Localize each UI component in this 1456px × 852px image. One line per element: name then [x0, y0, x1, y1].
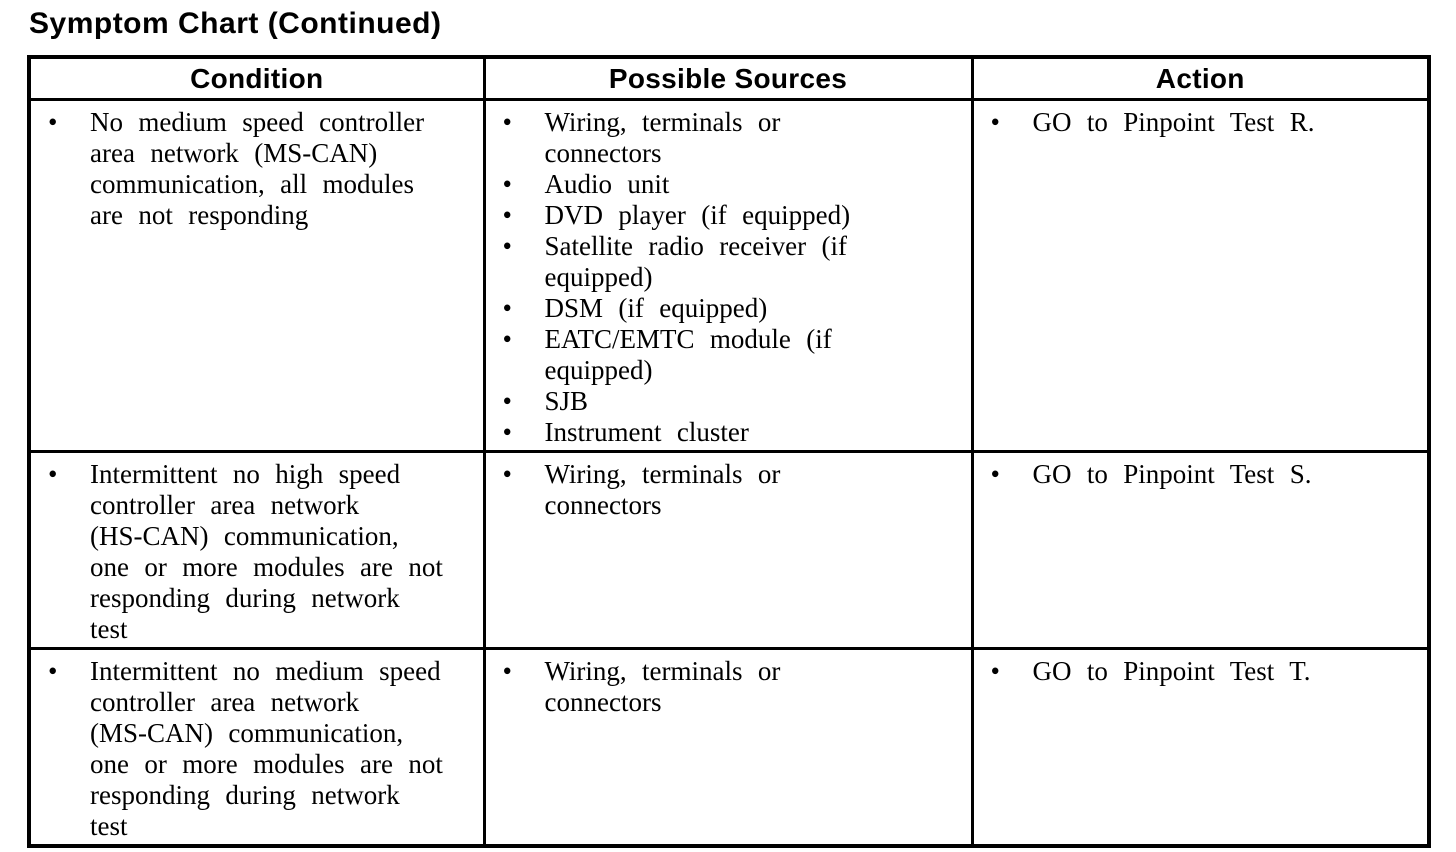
list-item: • GO to Pinpoint Test R.: [988, 107, 1422, 138]
list-item-text: Intermittent no high speed controller ar…: [90, 459, 443, 644]
bullet-list: • Intermittent no medium speed controlle…: [45, 656, 477, 842]
column-header-action: Action: [970, 55, 1431, 101]
list-item: • Intermittent no medium speed controlle…: [45, 656, 477, 842]
list-item: • Audio unit: [500, 169, 965, 200]
bullet-icon: •: [502, 386, 512, 416]
bullet-icon: •: [990, 107, 1000, 137]
list-item-text: Intermittent no medium speed controller …: [90, 656, 443, 841]
bullet-icon: •: [502, 169, 512, 199]
list-item: • GO to Pinpoint Test T.: [988, 656, 1422, 687]
bullet-icon: •: [990, 656, 1000, 686]
list-item-text: Wiring, terminals or connectors: [544, 656, 781, 717]
bullet-list: • Wiring, terminals or connectors: [500, 656, 965, 718]
column-header-possible-sources: Possible Sources: [482, 55, 974, 101]
header-row: Condition Possible Sources Action: [27, 55, 1431, 101]
list-item: • EATC/EMTC module (if equipped): [500, 324, 965, 386]
possible-sources-cell: • Wiring, terminals or connectors • Audi…: [482, 98, 974, 453]
list-item-text: No medium speed controller area network …: [90, 107, 425, 230]
list-item-text: Audio unit: [544, 169, 670, 199]
bullet-list: • No medium speed controller area networ…: [45, 107, 477, 231]
action-cell: • GO to Pinpoint Test T.: [970, 647, 1431, 848]
bullet-icon: •: [48, 107, 58, 137]
condition-cell: • Intermittent no high speed controller …: [27, 450, 486, 650]
list-item: • GO to Pinpoint Test S.: [988, 459, 1422, 490]
table-row: • Intermittent no high speed controller …: [27, 450, 1431, 650]
table-row: • No medium speed controller area networ…: [27, 98, 1431, 453]
bullet-list: • GO to Pinpoint Test T.: [988, 656, 1422, 687]
possible-sources-cell: • Wiring, terminals or connectors: [482, 450, 974, 650]
list-item: • SJB: [500, 386, 965, 417]
column-header-condition: Condition: [27, 55, 486, 101]
list-item-text: DSM (if equipped): [544, 293, 768, 323]
bullet-icon: •: [502, 293, 512, 323]
bullet-list: • GO to Pinpoint Test R.: [988, 107, 1422, 138]
list-item-text: Wiring, terminals or connectors: [544, 107, 781, 168]
action-cell: • GO to Pinpoint Test R.: [970, 98, 1431, 453]
bullet-icon: •: [502, 231, 512, 261]
bullet-icon: •: [502, 200, 512, 230]
list-item: • Wiring, terminals or connectors: [500, 107, 965, 169]
list-item-text: SJB: [544, 386, 589, 416]
list-item: • Instrument cluster: [500, 417, 965, 448]
list-item-text: Wiring, terminals or connectors: [544, 459, 781, 520]
list-item-text: Instrument cluster: [544, 417, 749, 447]
possible-sources-cell: • Wiring, terminals or connectors: [482, 647, 974, 848]
list-item: • DVD player (if equipped): [500, 200, 965, 231]
bullet-list: • GO to Pinpoint Test S.: [988, 459, 1422, 490]
list-item-text: GO to Pinpoint Test R.: [1032, 107, 1315, 137]
bullet-icon: •: [990, 459, 1000, 489]
bullet-icon: •: [502, 107, 512, 137]
list-item: • Intermittent no high speed controller …: [45, 459, 477, 645]
list-item-text: Satellite radio receiver (if equipped): [544, 231, 848, 292]
symptom-chart-table: Condition Possible Sources Action • No m…: [27, 55, 1431, 848]
list-item: • Wiring, terminals or connectors: [500, 459, 965, 521]
bullet-list: • Intermittent no high speed controller …: [45, 459, 477, 645]
bullet-icon: •: [502, 459, 512, 489]
bullet-icon: •: [48, 459, 58, 489]
bullet-icon: •: [502, 417, 512, 447]
list-item: • Satellite radio receiver (if equipped): [500, 231, 965, 293]
bullet-list: • Wiring, terminals or connectors • Audi…: [500, 107, 965, 448]
action-cell: • GO to Pinpoint Test S.: [970, 450, 1431, 650]
list-item: • Wiring, terminals or connectors: [500, 656, 965, 718]
list-item-text: GO to Pinpoint Test S.: [1032, 459, 1312, 489]
bullet-icon: •: [502, 324, 512, 354]
list-item-text: EATC/EMTC module (if equipped): [544, 324, 832, 385]
bullet-icon: •: [502, 656, 512, 686]
list-item-text: GO to Pinpoint Test T.: [1032, 656, 1311, 686]
bullet-list: • Wiring, terminals or connectors: [500, 459, 965, 521]
page-title: Symptom Chart (Continued): [29, 7, 442, 40]
table-row: • Intermittent no medium speed controlle…: [27, 647, 1431, 848]
list-item: • DSM (if equipped): [500, 293, 965, 324]
list-item: • No medium speed controller area networ…: [45, 107, 477, 231]
list-item-text: DVD player (if equipped): [544, 200, 851, 230]
condition-cell: • No medium speed controller area networ…: [27, 98, 486, 453]
condition-cell: • Intermittent no medium speed controlle…: [27, 647, 486, 848]
bullet-icon: •: [48, 656, 58, 686]
